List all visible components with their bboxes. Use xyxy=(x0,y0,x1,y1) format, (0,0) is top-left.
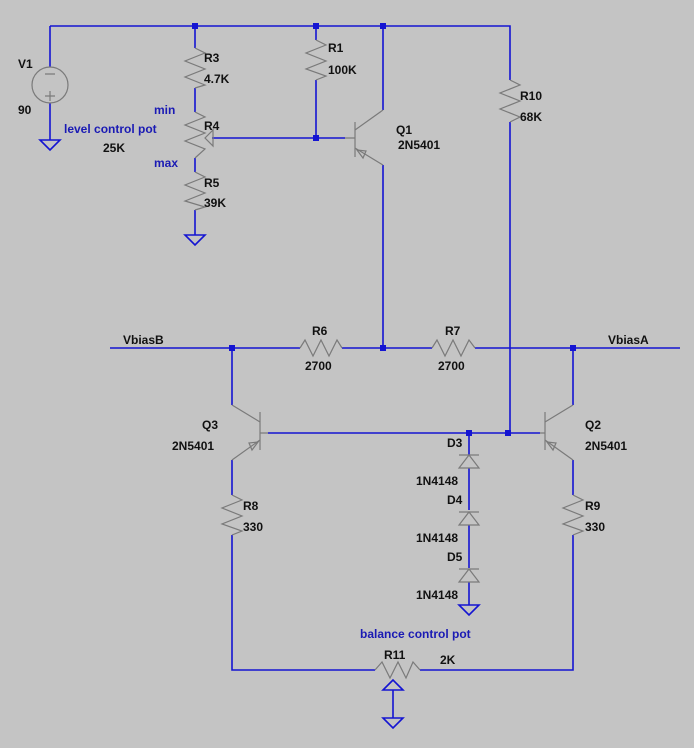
resistor-r8[interactable]: R8 330 xyxy=(220,494,263,536)
v1-value: 90 xyxy=(18,103,32,117)
q2-name: Q2 xyxy=(585,418,601,432)
resistor-r5[interactable]: R5 39K xyxy=(183,171,226,211)
transistor-q1[interactable]: Q1 2N5401 xyxy=(345,109,440,166)
d3-value: 1N4148 xyxy=(416,474,458,488)
diode-d5[interactable]: D5 1N4148 xyxy=(416,550,481,602)
r11-name: R11 xyxy=(384,648,406,662)
r1-value: 100K xyxy=(328,63,357,77)
r7-value: 2700 xyxy=(438,359,465,373)
r4-min-label: min xyxy=(154,103,175,117)
junction-dots xyxy=(192,23,576,436)
resistor-r7[interactable]: R7 2700 xyxy=(431,324,476,373)
diode-d3[interactable]: D3 1N4148 xyxy=(416,436,481,488)
r5-name: R5 xyxy=(204,176,220,190)
r8-value: 330 xyxy=(243,520,263,534)
r9-name: R9 xyxy=(585,499,601,513)
r6-name: R6 xyxy=(312,324,328,338)
r11-value: 2K xyxy=(440,653,456,667)
diode-d4[interactable]: D4 1N4148 xyxy=(416,493,481,545)
r1-name: R1 xyxy=(328,41,344,55)
resistor-r9[interactable]: R9 330 xyxy=(561,494,605,536)
q3-name: Q3 xyxy=(202,418,218,432)
r4-value: 25K xyxy=(103,141,125,155)
ground-icon xyxy=(38,139,62,152)
r5-value: 39K xyxy=(204,196,226,210)
wires xyxy=(49,25,680,718)
resistor-r10[interactable]: R10 68K xyxy=(498,79,542,124)
potentiometer-r4[interactable]: R4 min level control pot 25K max xyxy=(64,103,220,170)
r4-max-label: max xyxy=(154,156,178,170)
r3-name: R3 xyxy=(204,51,220,65)
q1-name: Q1 xyxy=(396,123,412,137)
ground-icon xyxy=(381,717,405,730)
v1-name: V1 xyxy=(18,57,33,71)
d5-value: 1N4148 xyxy=(416,588,458,602)
potentiometer-r11[interactable]: balance control pot R11 2K xyxy=(360,627,471,691)
r10-value: 68K xyxy=(520,110,542,124)
ground-icon xyxy=(183,234,207,247)
r7-name: R7 xyxy=(445,324,461,338)
r8-name: R8 xyxy=(243,499,259,513)
q3-value: 2N5401 xyxy=(172,439,214,453)
r3-value: 4.7K xyxy=(204,72,230,86)
d5-name: D5 xyxy=(447,550,463,564)
r10-name: R10 xyxy=(520,89,542,103)
d4-name: D4 xyxy=(447,493,463,507)
resistor-r3[interactable]: R3 4.7K xyxy=(183,47,230,89)
voltage-source-v1[interactable]: V1 90 xyxy=(18,57,69,117)
r6-value: 2700 xyxy=(305,359,332,373)
r4-label: level control pot xyxy=(64,122,157,136)
ground-icon xyxy=(457,604,481,617)
r9-value: 330 xyxy=(585,520,605,534)
net-label-vbiasa: VbiasA xyxy=(608,333,649,347)
r11-label: balance control pot xyxy=(360,627,471,641)
transistor-q2[interactable]: Q2 2N5401 xyxy=(540,404,627,461)
resistor-r6[interactable]: R6 2700 xyxy=(299,324,343,373)
net-label-vbiasb: VbiasB xyxy=(123,333,164,347)
d3-name: D3 xyxy=(447,436,463,450)
r4-name: R4 xyxy=(204,119,220,133)
q1-value: 2N5401 xyxy=(398,138,440,152)
d4-value: 1N4148 xyxy=(416,531,458,545)
q2-value: 2N5401 xyxy=(585,439,627,453)
resistor-r1[interactable]: R1 100K xyxy=(304,39,357,81)
transistor-q3[interactable]: Q3 2N5401 xyxy=(172,404,268,461)
